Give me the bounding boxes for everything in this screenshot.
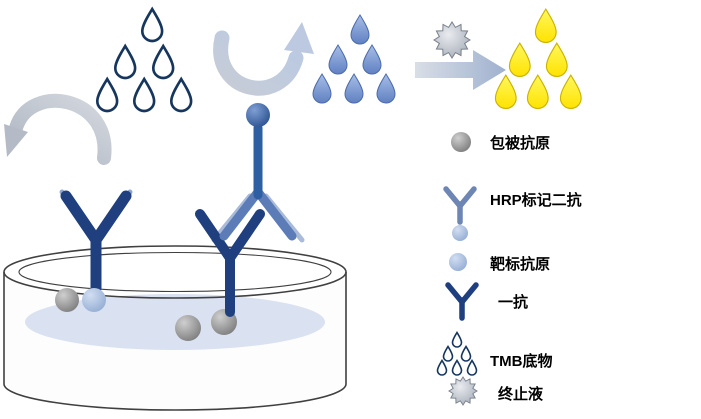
- legend-label-stop-solution: 终止液: [498, 386, 544, 403]
- wash-arrow: [4, 93, 112, 165]
- legend-label-tmb-substrate: TMB底物: [490, 353, 553, 370]
- coated-antigen-sphere: [55, 288, 79, 312]
- legend-antibody-with-hrp-icon: [443, 186, 477, 241]
- legend-droplet-cluster-icon: [436, 331, 478, 376]
- microplate-well: [3, 245, 347, 411]
- legend-dark-antibody-icon: [445, 282, 479, 321]
- hrp-sphere: [246, 103, 270, 127]
- legend-gray-sphere-icon: [451, 132, 471, 152]
- stop-reaction-arrow: [415, 50, 506, 90]
- legend-label-primary-antibody: 一抗: [498, 294, 529, 311]
- reaction-droplet-cluster: [312, 14, 396, 104]
- stop-solution-burst: [433, 21, 471, 59]
- legend-label-hrp-secondary-antibody: HRP标记二抗: [490, 192, 582, 209]
- legend-label-coated-antigen: 包被抗原: [490, 135, 551, 152]
- tmb-substrate-droplet-cluster: [95, 7, 193, 113]
- primary-antibody-left: [59, 189, 133, 294]
- immune-complex: [195, 103, 305, 317]
- legend-label-target-antigen: 靶标抗原: [490, 256, 551, 273]
- product-droplet-cluster: [494, 8, 582, 110]
- legend-starburst-icon: [448, 376, 478, 406]
- target-antigen-sphere: [82, 288, 106, 312]
- add-substrate-arrow: [213, 22, 314, 96]
- legend-blue-sphere-icon: [449, 253, 467, 271]
